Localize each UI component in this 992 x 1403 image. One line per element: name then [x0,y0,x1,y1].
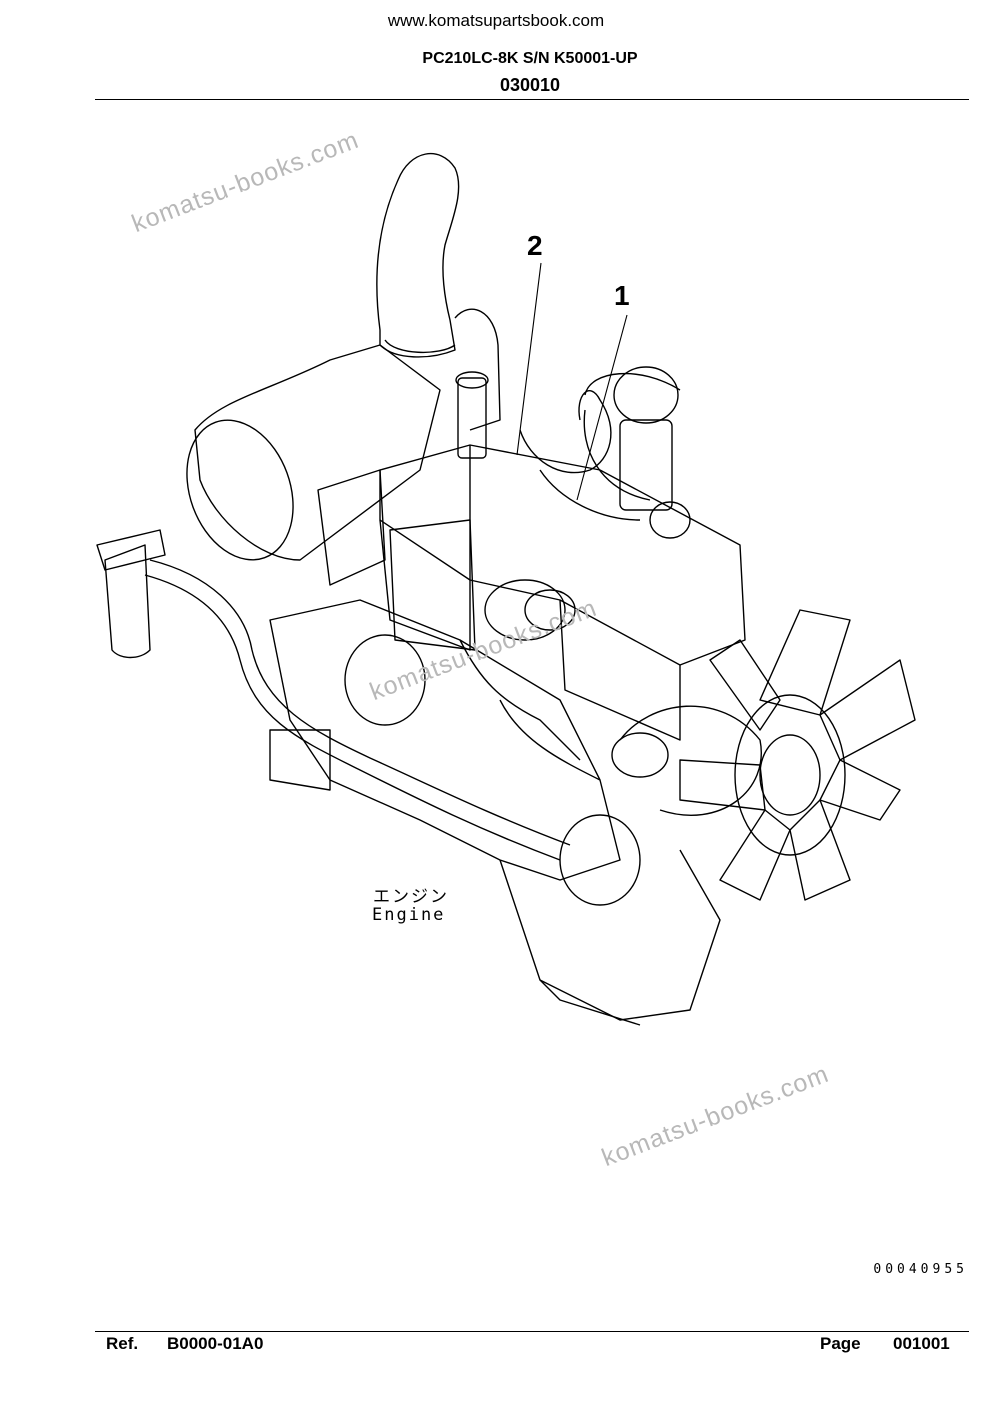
footer-ref-value: B0000-01A0 [167,1334,264,1353]
engine-label-en: Engine [372,905,446,925]
drawing-number: 00040955 [873,1262,968,1277]
header-divider [95,99,969,100]
footer-page-value: 001001 [893,1334,950,1353]
model-title: PC210LC-8K S/N K50001-UP [422,50,638,67]
callout-1: 1 [614,280,630,311]
footer-divider [95,1331,969,1332]
engine-label-jp: エンジン [373,887,449,906]
site-url: www.komatsupartsbook.com [387,11,605,30]
callout-2: 2 [527,230,543,261]
section-code: 030010 [499,75,561,95]
footer-page-label: Page [820,1334,861,1353]
footer-ref-label: Ref. [106,1334,139,1353]
engine-drawing [96,152,916,1026]
